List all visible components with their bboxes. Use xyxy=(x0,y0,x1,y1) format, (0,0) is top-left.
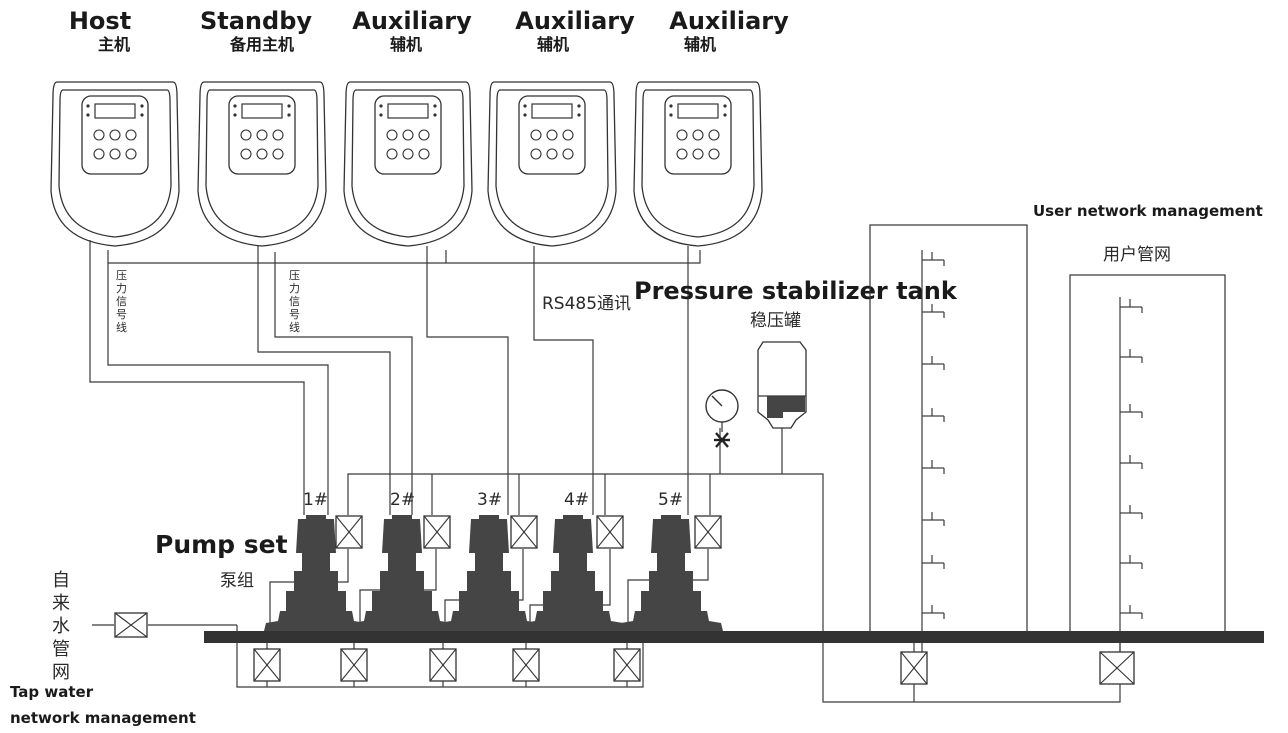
controller-4-title-cn: 辅机 xyxy=(537,35,569,54)
pump-set-title-en: Pump set xyxy=(155,530,288,559)
controller-host-icon xyxy=(50,81,180,247)
valve-icon xyxy=(1099,651,1135,685)
signal-label-1-char: 力 xyxy=(116,282,127,295)
bottom-valves xyxy=(253,648,1135,685)
controller-4-title-en: Auxiliary xyxy=(515,7,635,35)
tank-title-en: Pressure stabilizer tank xyxy=(634,277,958,305)
signal-label-1-char: 线 xyxy=(116,320,127,334)
tap-water-cn-char: 网 xyxy=(52,662,70,683)
controller-2-title-en: Standby xyxy=(200,7,312,35)
signal-label-1-char: 压 xyxy=(116,269,127,282)
tap-water-cn-char: 管 xyxy=(52,639,70,660)
valve-icon xyxy=(114,612,148,638)
pump-set-title-cn: 泵组 xyxy=(220,571,254,591)
signal-label-2-char: 力 xyxy=(289,282,300,295)
controller-3-title-cn: 辅机 xyxy=(390,35,422,54)
controller-auxiliary-3-icon xyxy=(633,81,763,247)
user-network-title-en: User network management xyxy=(1033,202,1263,220)
controller-2-title-cn: 备用主机 xyxy=(229,35,294,54)
signal-wiring xyxy=(89,240,824,638)
tap-water-cn-char: 来 xyxy=(52,593,70,614)
controller-standby-icon xyxy=(197,81,327,247)
tap-water-cn-char: 自 xyxy=(52,570,70,591)
tank-title-cn: 稳压罐 xyxy=(750,311,801,331)
controller-1-title-cn: 主机 xyxy=(98,35,130,54)
bypass-lines xyxy=(236,643,1121,703)
pump-number-1: 1# xyxy=(303,490,328,510)
tap-water-title-en-2: network management xyxy=(10,709,196,727)
pump-number-4: 4# xyxy=(564,490,589,510)
building-2 xyxy=(1069,274,1226,634)
controller-5-title-en: Auxiliary xyxy=(669,7,789,35)
pump-number-2: 2# xyxy=(390,490,415,510)
pump-number-5: 5# xyxy=(658,490,683,510)
valve-icon xyxy=(340,648,368,682)
building-2-taps xyxy=(1120,298,1143,620)
valve-icon xyxy=(613,648,641,682)
signal-label-2-char: 压 xyxy=(289,269,300,282)
signal-label-2-char: 线 xyxy=(289,320,300,334)
pump-numbers: 1# 2# 3# 4# 5# xyxy=(303,490,683,510)
controller-3-title-en: Auxiliary xyxy=(352,7,472,35)
controller-labels: Host 主机 Standby 备用主机 Auxiliary 辅机 Auxili… xyxy=(69,7,789,54)
signal-label-2-char: 号 xyxy=(289,308,300,321)
valve-icon xyxy=(423,515,451,549)
valve-icon xyxy=(596,515,624,549)
signal-label-1: 压 力 信 号 线 xyxy=(116,269,127,334)
controller-auxiliary-1-icon xyxy=(343,81,473,247)
pump-number-3: 3# xyxy=(477,490,502,510)
valve-icon xyxy=(429,648,457,682)
valve-icon xyxy=(900,651,928,685)
rs485-label: RS485通讯 xyxy=(542,294,631,314)
controller-1-title-en: Host xyxy=(69,7,131,35)
valve-icon xyxy=(694,515,722,549)
valve-icon xyxy=(335,515,363,549)
signal-label-1-char: 信 xyxy=(116,295,127,308)
building-1-taps xyxy=(922,251,945,620)
tap-water-title-en-1: Tap water xyxy=(10,683,94,701)
tap-water-cn-char: 水 xyxy=(52,616,70,637)
pressure-gauge-icon xyxy=(705,389,739,448)
controllers xyxy=(50,81,763,247)
pressure-tank-icon xyxy=(757,341,807,429)
valve-icon xyxy=(512,648,540,682)
tap-water-group: 自 来 水 管 网 Tap water network management xyxy=(10,570,238,727)
user-network-group: User network management 用户管网 xyxy=(869,202,1263,665)
signal-label-1-char: 号 xyxy=(116,308,127,321)
main-pipe xyxy=(204,631,1264,643)
controller-auxiliary-2-icon xyxy=(487,81,617,247)
pressure-tank-group: Pressure stabilizer tank 稳压罐 xyxy=(634,277,958,448)
controller-5-title-cn: 辅机 xyxy=(684,35,716,54)
signal-label-2-char: 信 xyxy=(289,295,300,308)
pumps xyxy=(264,515,723,631)
valve-icon xyxy=(253,648,281,682)
signal-label-2: 压 力 信 号 线 xyxy=(289,269,300,334)
user-network-title-cn: 用户管网 xyxy=(1103,245,1171,265)
valve-icon xyxy=(510,515,538,549)
